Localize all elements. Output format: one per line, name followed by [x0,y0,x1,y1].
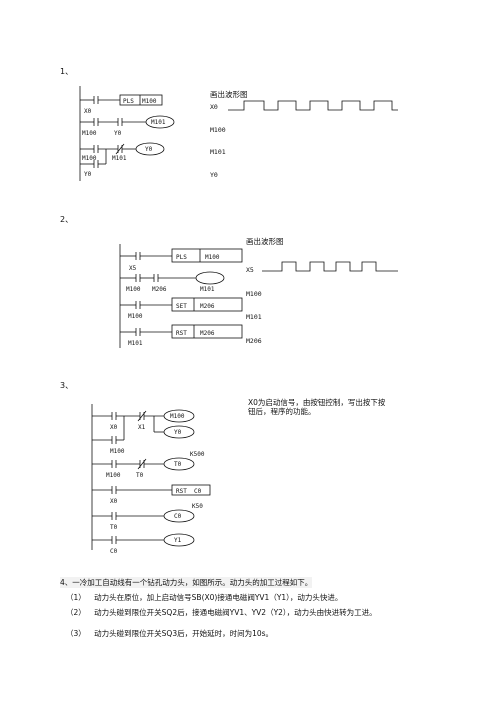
p1-contact-y0b-label: Y0 [84,171,92,178]
p3-coil-t0: T0 [174,461,182,468]
p1-coil-pls-target: M100 [142,98,157,105]
p3-contact-c0-label: C0 [110,548,118,554]
ladder-diagram-2: X5 PLS M100 M100 M206 M101 M100 SET M206… [119,244,243,348]
p2-signal-m100: M100 [246,290,262,298]
step-2-text: 动力头碰到限位开关SQ2后，接通电磁阀YV1、YV2（Y2），动力头由快进转为工… [94,608,377,617]
p2-contact-m101-label: M101 [128,340,143,347]
problem-4-step-3: （3） 动力头碰到限位开关SQ3后，开始延时，时间为10s。 [66,628,273,639]
p2-signal-x5: X5 [246,266,254,274]
step-1-text: 动力头在原位，加上启动信号SB(X0)接通电磁阀YV1（Y1），动力头快进。 [94,593,343,602]
p3-coil-rst-target: C0 [194,488,202,495]
p2-signal-m101: M101 [246,313,262,321]
p3-contact-t0b-label: T0 [110,524,118,531]
p2-coil-set: SET [176,303,187,310]
p1-signal-m101: M101 [210,148,226,156]
p2-contact-x5-label: X5 [129,265,137,272]
p1-contact-m101-label: M101 [112,155,127,162]
p3-coil-y1: Y1 [174,537,182,544]
p1-contact-m100b-label: M100 [82,155,97,162]
ladder-diagram-1: X0 PLS M100 M100 Y0 M101 M100 M101 Y0 Y0 [79,86,175,181]
problem-3-number: 3、 [60,381,74,390]
waveform-x0-1 [228,100,398,111]
p1-signal-y0: Y0 [210,171,218,179]
problem-3-instruction: X0为启动信号，由按钮控制，写出按下按钮后，程序的功能。 [248,398,386,416]
waveform-x5-2 [262,261,398,272]
p1-coil-pls: PLS [123,98,134,105]
step-3-label: （3） [66,629,86,638]
p2-contact-m100b-label: M100 [128,313,143,320]
problem-4-step-1: （1） 动力头在原位，加上启动信号SB(X0)接通电磁阀YV1（Y1），动力头快… [66,592,342,603]
p1-coil-m101: M101 [151,119,166,126]
step-2-label: （2） [66,608,86,617]
p3-contact-t0-label: T0 [136,472,144,479]
p1-contact-y0-label: Y0 [114,130,122,137]
problem-1-instruction: 画出波形图 [210,90,248,99]
p3-c0-constant: K50 [192,503,203,510]
p1-signal-x0: X0 [210,103,218,111]
step-3-text: 动力头碰到限位开关SQ3后，开始延时，时间为10s。 [94,629,274,638]
p3-contact-x0-label: X0 [110,424,118,431]
p3-coil-c0: C0 [174,513,182,520]
p1-contact-m100-label: M100 [82,130,97,137]
p2-contact-m206-label: M206 [152,286,167,293]
problem-4-intro: 一冷加工自动线有一个钻孔动力头，如图所示。动力头的加工过程如下。 [72,578,313,587]
problem-4-intro-row: 4、一冷加工自动线有一个钻孔动力头，如图所示。动力头的加工过程如下。 [60,577,313,588]
p3-coil-y0: Y0 [174,429,182,436]
p3-coil-m100: M100 [170,413,185,420]
p3-coil-rst: RST [176,488,187,495]
p1-contact-x0-label: X0 [84,108,92,115]
p2-coil-rst: RST [176,330,187,337]
problem-2-number: 2、 [60,215,74,224]
ladder-diagram-3: X0 X1 M100 Y0 M100 M100 T0 T0 K500 X0 RS… [91,404,211,554]
p2-coil-rst-target: M206 [200,330,215,337]
p3-t0-constant: K500 [190,451,205,458]
p3-contact-x1-label: X1 [138,424,146,431]
p2-coil-pls: PLS [176,254,187,261]
problem-4-number: 4、 [60,578,73,587]
p3-contact-m100-label: M100 [110,448,125,455]
p1-signal-m100: M100 [210,126,226,134]
p2-coil-pls-target: M100 [205,254,220,261]
step-1-label: （1） [66,593,86,602]
p2-signal-m206: M206 [246,337,262,345]
p2-contact-m100-label: M100 [126,286,141,293]
problem-2-instruction: 画出波形图 [246,237,284,246]
p2-coil-m101-label: M101 [200,286,215,293]
problem-1-number: 1、 [60,67,74,76]
p2-coil-set-target: M206 [200,303,215,310]
problem-4-step-2: （2） 动力头碰到限位开关SQ2后，接通电磁阀YV1、YV2（Y2），动力头由快… [66,607,377,618]
p1-coil-y0: Y0 [145,146,153,153]
p3-contact-x0b-label: X0 [110,498,118,505]
p3-contact-m100b-label: M100 [106,472,121,479]
